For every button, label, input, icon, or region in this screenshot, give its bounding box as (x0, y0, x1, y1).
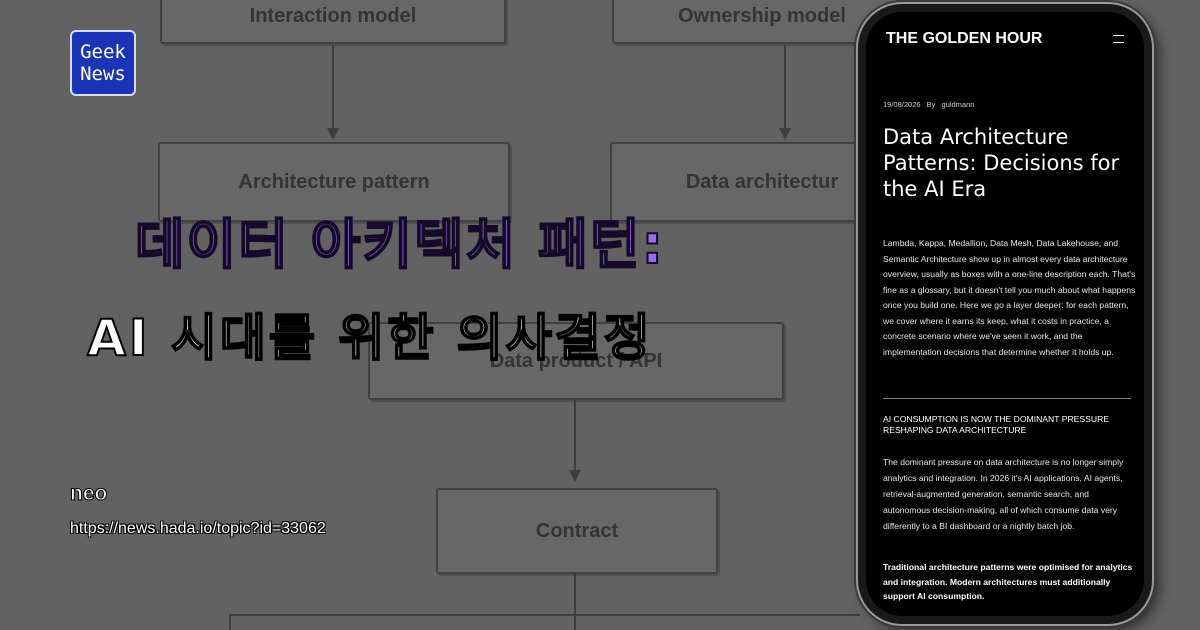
logo-line-2: News (80, 63, 126, 85)
article-title: Data Architecture Patterns: Decisions fo… (883, 125, 1120, 201)
geeknews-logo: Geek News (70, 30, 136, 96)
bold-paragraph: Traditional architecture patterns were o… (883, 562, 1133, 601)
phone-screen: THE GOLDEN HOUR 19/08/2026 By guldmann D… (866, 12, 1144, 616)
hamburger-icon[interactable] (1113, 35, 1124, 43)
author-name: neo (69, 482, 108, 506)
headline-line-2: AI 시대를 위한 의사결정 (86, 308, 653, 368)
topic-url[interactable]: https://news.hada.io/topic?id=33062 (70, 520, 326, 537)
phone-mockup: THE GOLDEN HOUR 19/08/2026 By guldmann D… (858, 4, 1152, 624)
diagram-box-interaction-model: Interaction model (160, 0, 506, 44)
article-author[interactable]: guldmann (941, 100, 975, 109)
section-heading: AI CONSUMPTION IS NOW THE DOMINANT PRESS… (883, 414, 1110, 435)
logo-line-1: Geek (80, 41, 126, 63)
article-intro: Lambda, Kappa, Medallion, Data Mesh, Dat… (883, 238, 1136, 357)
headline-line-1: 데이터 아키텍처 패턴: (134, 212, 666, 277)
diagram-box-contract: Contract (436, 488, 718, 574)
diagram-box-data-product: Data product / API (368, 322, 784, 400)
site-title[interactable]: THE GOLDEN HOUR (886, 30, 1043, 47)
article-date: 19/08/2026 (883, 100, 921, 109)
article-by: By (926, 100, 936, 109)
phone-header: THE GOLDEN HOUR (886, 24, 1124, 54)
article-meta: 19/08/2026 By guldmann (883, 100, 978, 109)
section-divider (883, 398, 1131, 399)
diagram-box-architecture-pattern: Architecture pattern (158, 142, 510, 222)
section-body: The dominant pressure on data architectu… (883, 457, 1124, 531)
